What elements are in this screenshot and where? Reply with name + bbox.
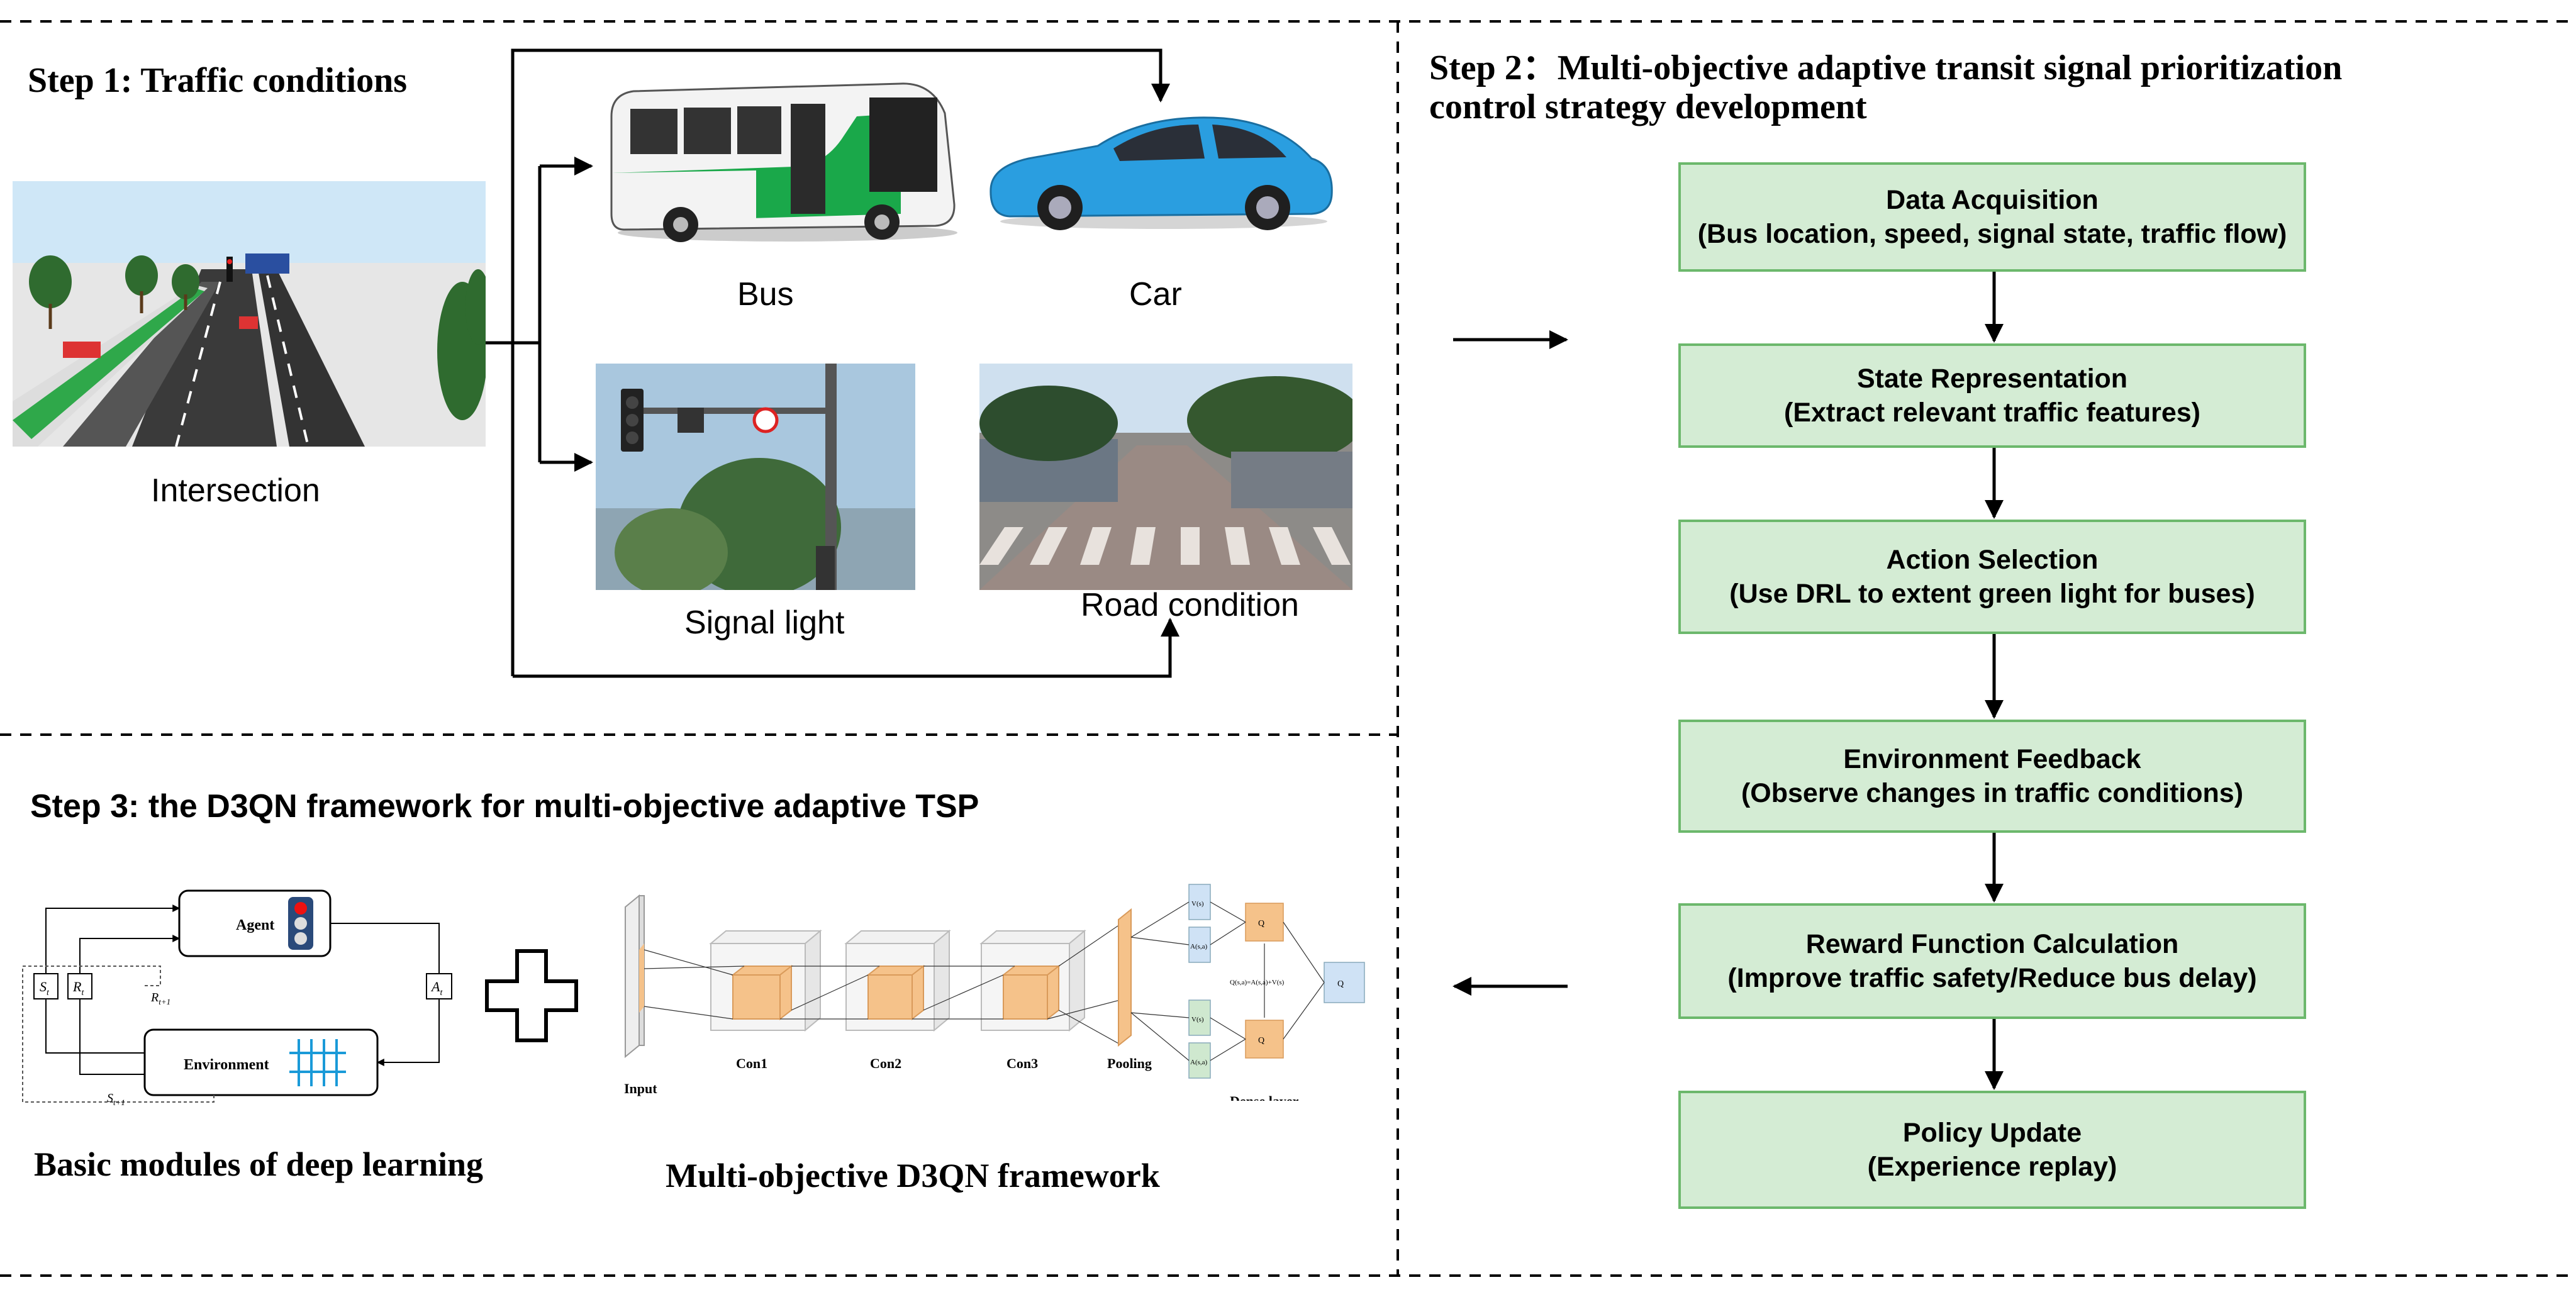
advantage-top-label: A(s,a) xyxy=(1190,943,1208,950)
flow-step-title: Environment Feedback xyxy=(1843,744,2141,774)
value-top-label: V(s) xyxy=(1191,900,1204,908)
next-reward-symbol: R xyxy=(150,991,159,1005)
con1-label: Con1 xyxy=(736,1055,767,1071)
next-state-symbol: S xyxy=(107,1091,113,1105)
svg-text:At: At xyxy=(430,979,443,998)
pooling-label: Pooling xyxy=(1107,1055,1152,1071)
bus-label: Bus xyxy=(737,276,794,313)
flow-step-action-selection: Action Selection (Use DRL to extent gree… xyxy=(1678,520,2306,634)
flow-step-detail: (Use DRL to extent green light for buses… xyxy=(1729,579,2255,609)
input-label: Input xyxy=(624,1081,657,1096)
step2-heading-line2: control strategy development xyxy=(1429,87,1867,126)
intersection-label: Intersection xyxy=(151,472,320,509)
svg-text:Rt: Rt xyxy=(72,979,84,998)
q-top-label: Q xyxy=(1258,919,1264,928)
flow-step-title: Reward Function Calculation xyxy=(1805,929,2179,959)
q-bottom-label: Q xyxy=(1258,1036,1264,1045)
step1-heading: Step 1: Traffic conditions xyxy=(28,61,408,100)
signal-light-image xyxy=(596,364,915,590)
flow-step-title: Action Selection xyxy=(1886,545,2099,575)
state-symbol: S xyxy=(40,979,47,994)
intersection-image xyxy=(13,181,486,447)
signal-light-label: Signal light xyxy=(684,604,845,641)
reward-symbol: R xyxy=(72,979,82,994)
dense-layer-label: Dense layer xyxy=(1230,1093,1299,1101)
step3-heading: Step 3: the D3QN framework for multi-obj… xyxy=(30,788,979,825)
flow-step-title: State Representation xyxy=(1856,364,2128,394)
flow-step-reward-function: Reward Function Calculation (Improve tra… xyxy=(1678,903,2306,1019)
basic-modules-caption: Basic modules of deep learning xyxy=(34,1145,484,1183)
environment-label: Environment xyxy=(184,1057,269,1073)
agent-label: Agent xyxy=(236,917,274,933)
flow-step-detail: (Observe changes in traffic conditions) xyxy=(1741,778,2244,808)
plus-icon xyxy=(485,949,578,1042)
car-image xyxy=(984,107,1337,233)
road-condition-label: Road condition xyxy=(1081,587,1299,623)
flow-step-environment-feedback: Environment Feedback (Observe changes in… xyxy=(1678,720,2306,833)
q-formula: Q(s,a)=A(s,a)+V(s) xyxy=(1230,979,1285,986)
flow-step-title: Data Acquisition xyxy=(1886,185,2099,215)
svg-text:St: St xyxy=(40,979,50,998)
d3qn-network-diagram: Input Con1 Con2 Con3 Pooling Dense layer… xyxy=(624,884,1365,1101)
rl-loop-diagram: Agent Environment St Rt At Rt+1 St+1 xyxy=(22,889,452,1107)
advantage-bottom-label: A(s,a) xyxy=(1190,1059,1208,1066)
flow-step-detail: (Improve traffic safety/Reduce bus delay… xyxy=(1727,963,2257,993)
flow-step-title: Policy Update xyxy=(1902,1118,2082,1148)
con3-label: Con3 xyxy=(1006,1055,1038,1071)
action-symbol: A xyxy=(430,979,440,994)
svg-text:Rt+1: Rt+1 xyxy=(150,991,170,1006)
bus-image xyxy=(605,79,957,248)
value-bottom-label: V(s) xyxy=(1191,1016,1204,1023)
flow-step-data-acquisition: Data Acquisition (Bus location, speed, s… xyxy=(1678,162,2306,272)
intersection-icon xyxy=(289,1039,346,1086)
car-label: Car xyxy=(1129,276,1182,313)
flow-step-detail: (Extract relevant traffic features) xyxy=(1784,398,2200,428)
step2-heading-line1: Step 2：Multi-objective adaptive transit … xyxy=(1429,48,2343,87)
flow-step-policy-update: Policy Update (Experience replay) xyxy=(1678,1091,2306,1209)
flow-step-detail: (Bus location, speed, signal state, traf… xyxy=(1697,219,2287,249)
q-output-label: Q xyxy=(1337,979,1344,989)
flow-step-detail: (Experience replay) xyxy=(1867,1152,2117,1182)
road-condition-image xyxy=(979,364,1352,590)
d3qn-framework-caption: Multi-objective D3QN framework xyxy=(666,1157,1160,1194)
svg-text:St+1: St+1 xyxy=(107,1091,125,1107)
flow-step-state-representation: State Representation (Extract relevant t… xyxy=(1678,343,2306,448)
con2-label: Con2 xyxy=(870,1055,901,1071)
